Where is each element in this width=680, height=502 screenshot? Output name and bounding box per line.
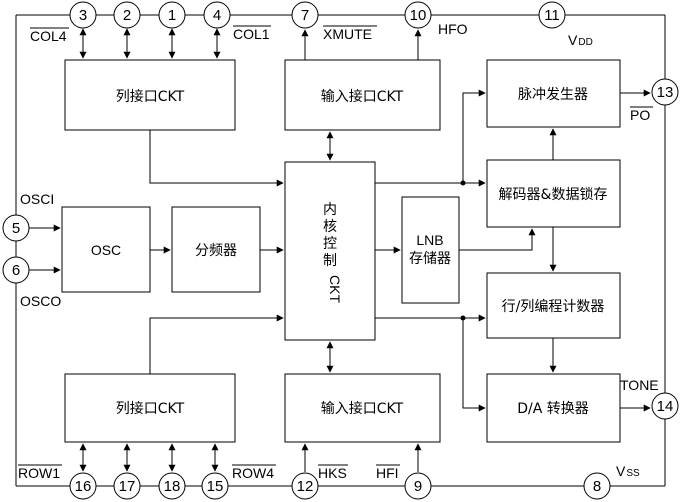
pin-6-number: 6 xyxy=(12,262,20,279)
lnb-storage-label-2: 存储器 xyxy=(409,251,451,267)
signal-osci: OSCI xyxy=(20,191,54,207)
signal-tone: TONE xyxy=(620,377,659,393)
input-interface-top-label: 输入接口CKT xyxy=(321,88,404,105)
pin-12 xyxy=(291,472,319,500)
signal-hks: HKS xyxy=(318,465,347,481)
signal-hfo: HFO xyxy=(438,21,468,37)
pin-2-number: 2 xyxy=(123,7,131,24)
pin-10-number: 10 xyxy=(410,7,427,24)
signal-vss: VSS xyxy=(616,463,640,479)
pin-12-number: 12 xyxy=(297,478,314,495)
row-column-counter-label: 行/列编程计数器 xyxy=(502,299,605,315)
outer-frame xyxy=(15,14,666,487)
oscillator xyxy=(61,206,151,293)
pin-10 xyxy=(404,1,432,29)
oscillator-label: OSC xyxy=(91,242,121,258)
pin-3-number: 3 xyxy=(79,7,87,24)
da-converter-label: D/A 转换器 xyxy=(517,400,589,417)
pulse-generator-label: 脉冲发生器 xyxy=(518,87,588,103)
pin-1-number: 1 xyxy=(168,7,176,24)
signal-col4: COL4 xyxy=(30,28,67,44)
core-control-label-5: CKT xyxy=(327,275,343,303)
pin-4-number: 4 xyxy=(213,7,221,24)
pin-9 xyxy=(404,472,432,500)
bottom-pin-links xyxy=(79,443,422,472)
pin-6 xyxy=(2,256,30,284)
pin-14 xyxy=(651,392,679,420)
frequency-divider xyxy=(171,206,261,293)
pin-9-number: 9 xyxy=(414,478,422,495)
pin-5-number: 5 xyxy=(12,220,20,237)
signal-po: PO xyxy=(630,107,650,123)
lnb-storage xyxy=(401,196,460,304)
internal-links xyxy=(29,89,651,412)
signal-row4: ROW4 xyxy=(232,465,274,481)
signal-vdd: VDD xyxy=(568,32,593,48)
pin-18-number: 18 xyxy=(164,478,181,495)
column-interface-bottom-label: 列接口CKT xyxy=(116,400,185,417)
pin-7 xyxy=(291,1,319,29)
pin-8-number: 8 xyxy=(593,478,601,495)
row-column-counter xyxy=(486,272,621,339)
input-interface-bottom xyxy=(284,373,441,443)
signal-labels: COL4 COL1 XMUTE HFO VDD PO OSCI OSCO TON… xyxy=(18,21,659,481)
signal-xmute: XMUTE xyxy=(323,26,372,42)
da-converter xyxy=(486,373,621,443)
pin-2 xyxy=(113,1,141,29)
column-interface-bottom xyxy=(64,373,236,443)
core-control-label-1: 内 xyxy=(323,202,337,218)
pin-1 xyxy=(158,1,186,29)
pulse-generator xyxy=(486,59,621,128)
pin-16 xyxy=(69,472,97,500)
pin-13-number: 13 xyxy=(657,84,674,101)
decoder-latch-label: 解码器&数据锁存 xyxy=(499,187,608,203)
lnb-storage-label-1: LNB xyxy=(416,232,443,248)
pin-15-number: 15 xyxy=(207,478,224,495)
input-interface-top xyxy=(284,59,441,131)
pin-15 xyxy=(201,472,229,500)
pin-11-number: 11 xyxy=(544,7,560,24)
core-control-label-4: 制 xyxy=(323,253,337,269)
pin-18 xyxy=(158,472,186,500)
pin-13 xyxy=(651,78,679,106)
pin-17 xyxy=(113,472,141,500)
frequency-divider-label: 分频器 xyxy=(195,243,237,259)
pin-16-number: 16 xyxy=(75,478,92,495)
pin-14-number: 14 xyxy=(657,398,674,415)
pin-8 xyxy=(583,472,611,500)
column-interface-top-label: 列接口CKT xyxy=(116,88,185,105)
signal-col1: COL1 xyxy=(233,26,270,42)
pin-3 xyxy=(69,1,97,29)
top-pin-links xyxy=(79,28,422,60)
pin-5 xyxy=(2,214,30,242)
pin-4 xyxy=(203,1,231,29)
pin-11 xyxy=(538,1,566,29)
input-interface-bottom-label: 输入接口CKT xyxy=(321,400,404,417)
signal-osco: OSCO xyxy=(20,293,61,309)
core-control-label-3: 控 xyxy=(323,236,337,252)
core-control-label-2: 核 xyxy=(323,219,337,235)
pin-17-number: 17 xyxy=(119,478,136,495)
signal-row1: ROW1 xyxy=(18,465,60,481)
pin-7-number: 7 xyxy=(301,7,309,24)
core-control xyxy=(284,161,376,341)
signal-hfi: HFI xyxy=(376,465,399,481)
